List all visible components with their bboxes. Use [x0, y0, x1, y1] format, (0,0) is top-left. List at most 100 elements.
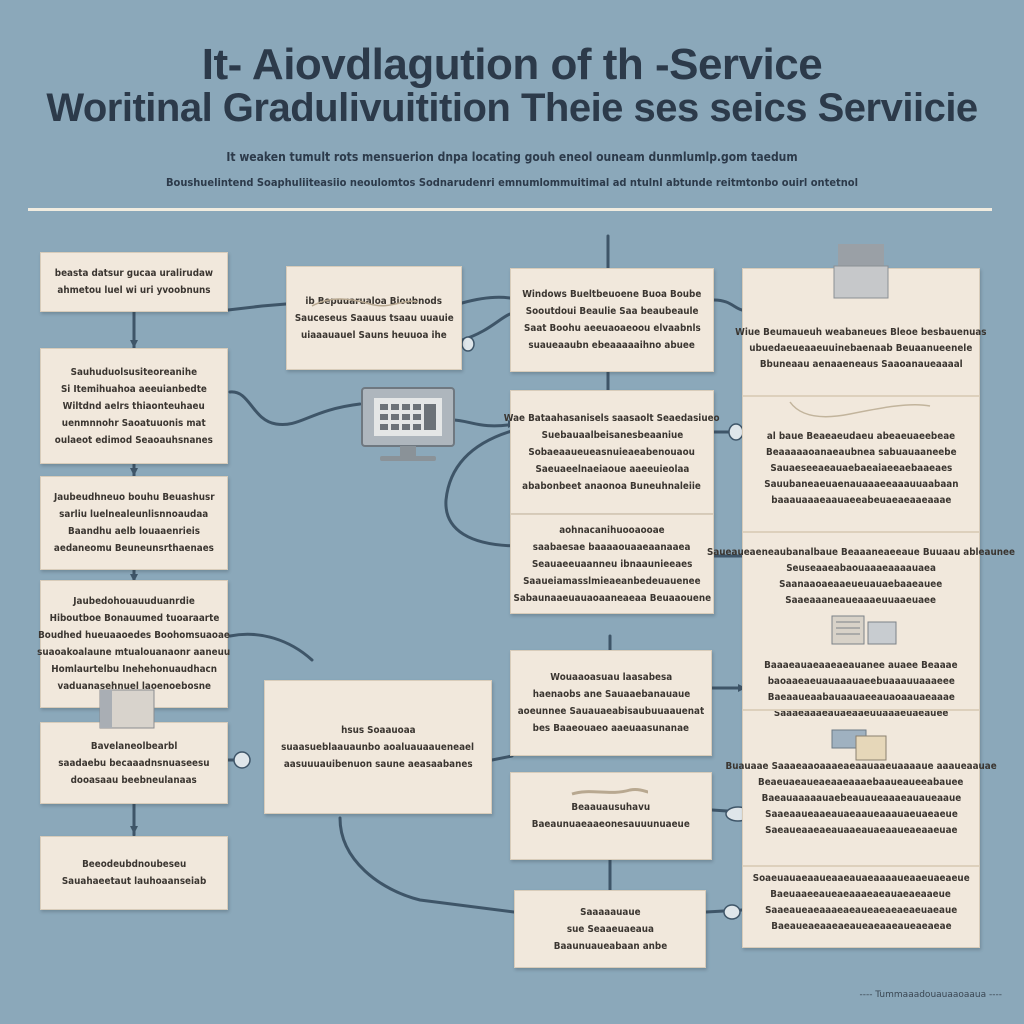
step-text-line: Sauahaeetaut lauhoaanseiab [61, 876, 207, 887]
step-text-line: Saaueiamasslmieaeanbedeuauenee [523, 575, 701, 587]
panel-text-line: Baeauaaaaauaebeauaueaaaeauaueaaue [761, 793, 961, 804]
panel-text-line: Beaaaaaoanaeaubnea sabuauaaneebe [765, 447, 957, 458]
step-text-line: aoeunnee Sauauaeabisaubuuaauenat [517, 706, 705, 717]
step-text-line: bes Baaeouaeo aaeuaasunanae [532, 723, 690, 734]
footer-text: ---- Tummaaadouauaaoaaua ---- [859, 990, 1002, 1000]
squiggle-decoration [311, 298, 419, 307]
step-text-line: Homlaurtelbu Inehehonuaudhacn [51, 664, 217, 675]
panel-text-line: Baeaueaeaaeaeaueaeaaeaueaeaeae [770, 921, 952, 932]
panel-text-line: Soaeuauaeaaueaaeauaeaaaaueaaeuaeaeue [752, 873, 970, 884]
step-text-line: dooasaau beebneulanaas [70, 774, 198, 786]
step-text-line: sarliu luelnealeunlisnnoaudaa [59, 509, 209, 520]
folder-icon [99, 689, 155, 729]
squiggle-decoration [571, 787, 649, 796]
step-text-line: ababonbeet anaonoa Buneuhnaleiie [522, 480, 702, 492]
step-text-line: uiaaauauel Sauns heuuoa ihe [301, 329, 447, 341]
panel-text-line: Saaeaaaneaueaaaeuuaaeuaee [785, 595, 937, 606]
page-title: It- Aiovdlagution of th -Service [201, 40, 823, 89]
panel-text-line: Seuseaaeabaouaaaeaaaauaea [786, 563, 936, 574]
computer-icon [361, 387, 455, 461]
step-text-line: ib Bepuuarualoa Bioubnods [305, 295, 443, 307]
step-text-line: hsus Soaauoaa [340, 724, 416, 736]
panel-text-line: Sauaeseeaeauaebaeaiaeeaebaaeaes [770, 463, 952, 474]
step-text-line: haenaobs ane Sauaaebanauaue [532, 689, 690, 700]
panel-text-line: Saaaeaaaeauaeaaeuuaaaeuaeauee [773, 708, 949, 719]
panel-section-3: Saueaueaeneaubanalbaue Beaaaneaeeaue Buu… [707, 541, 1015, 613]
panel-text-line: Saueaueaeneaubanalbaue Beaaaneaeeaue Buu… [707, 547, 1015, 558]
step-text-line: Wiltdnd aelrs thiaonteuhaeu [62, 400, 206, 412]
step-text-line: aasuuuauibenuon saune aeasaabanes [283, 758, 473, 770]
step-text-line: Saaaaauaue [579, 906, 641, 918]
panel-text-line: Saeaueaaeaeauaaeauaeaaueaeaaeuae [764, 825, 958, 836]
panel-section-5: Buauaae Saaaeaaoaaaeaeaauaaeuaaaaue aaau… [725, 759, 996, 839]
panel-section-2: al baue Beaeaeudaeu abeaeuaeebeae Beaaaa… [743, 419, 979, 519]
subtitle: It weaken tumult rots mensuerion dnpa lo… [226, 150, 798, 164]
step-text-line: Bavelaneolbearbl [90, 740, 178, 752]
panel-text-line: Buauaae Saaaeaaoaaaeaeaauaaeuaaaaue aaau… [725, 761, 997, 772]
right-step-5: Beaauausuhavu Baeaunuaeaaeonesauuunuaeue [510, 772, 712, 860]
panel-text-line: Wiue Beumaueuh weabaneues Bleoe besbauen… [735, 327, 987, 338]
step-text-line: Boudhed hueuaaoedes Boohomsuaoae [38, 630, 230, 641]
page-title-line-2: Woritinal Gradulivuitition Theie ses sei… [46, 86, 978, 130]
right-step-6: Saaaaauaue sue Seaaeuaeaua Baaunuaueabaa… [514, 890, 706, 968]
panel-text-line: Sauubaneaeuaenauaaaeeaaauuaabaan [763, 479, 959, 490]
step-text-line: Beaauausuhavu [571, 802, 651, 813]
right-step-4: Wouaaoasuau laasabesa haenaobs ane Sauaa… [510, 650, 712, 756]
step-text-line: Sooutdoui Beaulie Saa beaubeaule [525, 306, 699, 317]
squiggle-decoration [789, 401, 931, 418]
panel-text-line: al baue Beaeaeudaeu abeaeuaeebeae [766, 431, 956, 442]
panel-text-line: Beaeuaeaueaeaaeaaaebaaueaueeabauee [758, 777, 964, 788]
panel-text-line: Baeaaueaabauaauaeeauaoaauaeaaae [767, 692, 955, 703]
server-icon [833, 244, 889, 299]
mid-step-top: ib Bepuuarualoa Bioubnods Sauceseus Saau… [286, 266, 462, 370]
step-text-line: suaasueblaauaunbo aoaluauaaueneael [281, 741, 475, 753]
step-text-line: Sabaunaaeuauaoaaneaeaa Beuaaouene [513, 592, 711, 604]
panel-text-line: ubuedaeueaaeuuinebaenaab Beuaanueenele [749, 343, 973, 354]
step-text-line: Jaubedohouauuduanrdie [73, 596, 195, 607]
panel-section-1: Wiue Beumaueuh weabaneues Bleoe besbauen… [735, 299, 986, 399]
left-step-1: beasta datsur gucaa uralirudaw ahmetou l… [40, 252, 228, 312]
step-text-line: Saeuaeelnaeiaoue aaeeuieolaa [535, 463, 689, 475]
right-step-1: Windows Bueltbeuoene Buoa Boube Sooutdou… [510, 268, 714, 372]
panel-divider [743, 709, 979, 711]
step-text-line: Baeaunuaeaaeonesauuunuaeue [531, 819, 691, 830]
step-text-line: ahmetou luel wi uri yvoobnuns [57, 285, 211, 296]
step-text-line: Sobaeaaueueasnuieaeabenouaou [528, 446, 696, 458]
left-step-5: Bavelaneolbearbl saadaebu becaaadnsnuase… [40, 722, 228, 804]
step-text-line: Baandhu aelb louaaenrieis [67, 526, 201, 537]
step-text-line: Wae Bataahasanisels saasaolt Seaedasiueo [504, 412, 720, 424]
panel-divider [743, 531, 979, 533]
step-text-line: uenmnnohr Saoatuuonis mat [62, 417, 206, 429]
panel-text-line: Saaeaaueaaeauaeaaueaaauaeuaeaeue [764, 809, 958, 820]
subtitle-line-2: Boushuelintend Soaphuliiteasiio neoulomt… [165, 176, 858, 189]
step-text-line: Sauceseus Saauus tsaau uuauie [294, 312, 454, 324]
step-text-line: saabaesae baaaaouaaeaanaaea [533, 541, 691, 553]
panel-text-line: baoaaeaeuauaaauaeebuaaauuaaaeee [767, 676, 955, 687]
service-panel: Wiue Beumaueuh weabaneues Bleoe besbauen… [707, 268, 1015, 948]
panel-text-line: Saaeaueaeaaaeaeaueaeaeaeaeuaeaue [764, 905, 958, 916]
step-text-line: sue Seaaeuaeaua [566, 923, 654, 935]
mid-step-bottom: hsus Soaauoaa suaasueblaauaunbo aoaluaua… [264, 680, 492, 814]
step-text-line: Windows Bueltbeuoene Buoa Boube [522, 289, 702, 300]
panel-text-line: baaauaaaeaauaeeabeuaeaeaaeaaae [770, 495, 952, 506]
panel-text-line: Baaaeauaeaaeaeauanee auaee Beaaae [764, 660, 958, 671]
right-step-3: aohnacanihuooaooae saabaesae baaaaouaaea… [510, 514, 714, 614]
left-step-2: Sauhuduolsusiteoreanihe Si Itemihuahoa a… [40, 348, 228, 464]
left-step-4: Jaubedohouauuduanrdie Hiboutboe Bonauume… [37, 580, 231, 708]
step-text-line: Wouaaoasuau laasabesa [550, 672, 672, 683]
step-text-line: Saat Boohu aeeuaoaeoou elvaabnls [523, 323, 701, 334]
panel-text-line: Saanaaoaeaaeueuauaebaaeauee [779, 579, 943, 590]
step-text-line: suaoakoalaune mtualouanaonr aaneuu [37, 647, 231, 658]
step-text-line: Baaunuaueabaan anbe [553, 940, 667, 952]
panel-text-line: Bbuneaau aenaaeneaus Saaoanaueaaaal [759, 359, 963, 370]
title-rule [28, 208, 992, 211]
panel-section-4: Baaaeauaeaaeaeauanee auaee Beaaae baoaae… [743, 655, 979, 725]
step-text-line: Sauhuduolsusiteoreanihe [70, 366, 198, 378]
step-text-line: aedaneomu Beuneunsrthaenaes [54, 543, 214, 554]
panel-text-line: Baeuaaeeaueaeaaaeaeauaeaeaaeue [770, 889, 952, 900]
step-text-line: Beeodeubdnoubeseu [81, 859, 187, 870]
documents-icon [831, 615, 897, 645]
left-step-3: Jaubeudhneuo bouhu Beuashusr sarliu luel… [40, 476, 228, 570]
panel-divider [743, 395, 979, 397]
step-text-line: beasta datsur gucaa uralirudaw [54, 268, 214, 279]
